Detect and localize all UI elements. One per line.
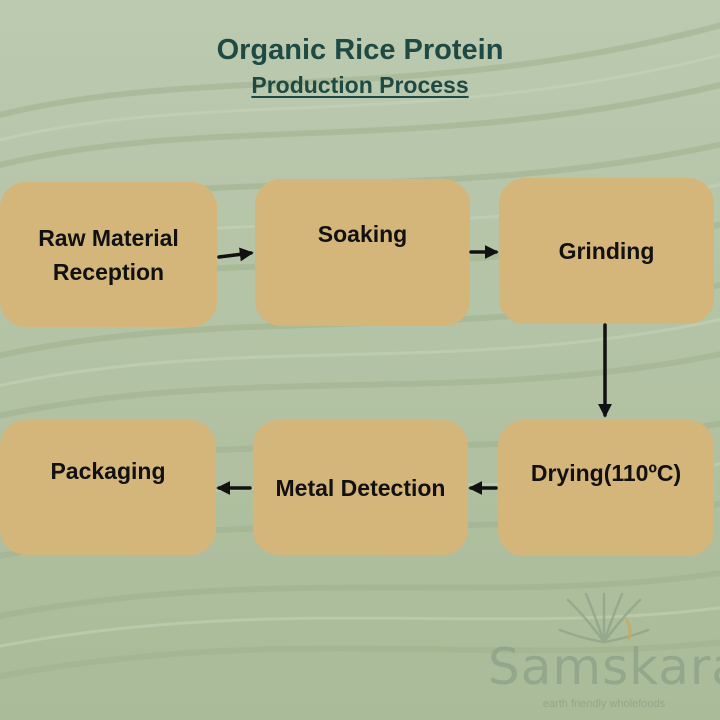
step-label: Raw Material Reception (38, 224, 179, 285)
step-raw-material-reception: Raw Material Reception (0, 182, 217, 327)
step-soaking: Soaking (255, 179, 470, 326)
step-metal-detection: Metal Detection (253, 420, 468, 555)
step-drying: Drying(110ºC) (498, 420, 714, 556)
samskara-logo-mark (558, 592, 650, 644)
step-grinding: Grinding (499, 178, 714, 324)
step-label: Grinding (558, 238, 655, 264)
brand-tagline: earth friendly wholefoods (542, 698, 666, 710)
diagram-title: Organic Rice Protein (216, 34, 504, 66)
step-label: Metal Detection (275, 474, 446, 501)
step-label: Packaging (50, 458, 166, 484)
brand-name: Samskara (488, 638, 720, 696)
step-packaging: Packaging (0, 420, 216, 555)
step-label: Soaking (317, 221, 408, 247)
diagram-subtitle-text: Production Process (251, 72, 469, 98)
arrow-reception-to-soaking (217, 247, 254, 262)
step-label: Drying(110ºC) (530, 460, 682, 486)
diagram-subtitle: Production Process (0, 72, 720, 99)
